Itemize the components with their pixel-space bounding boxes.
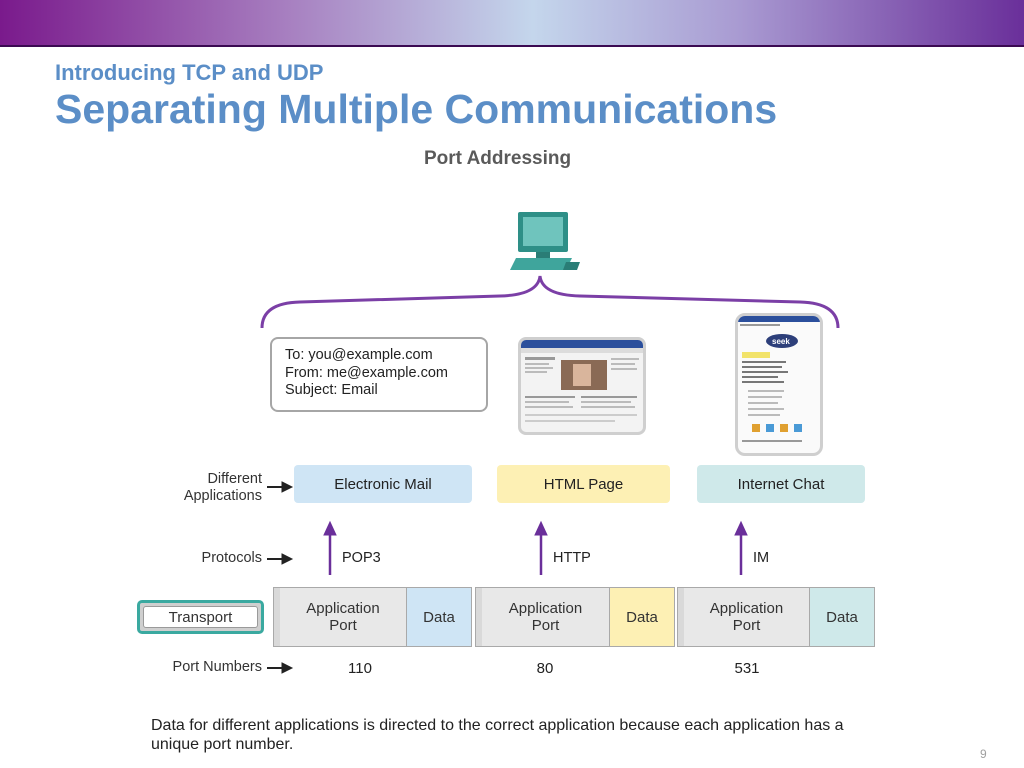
port-number-110: 110 (348, 660, 372, 677)
computer-icon (510, 212, 580, 270)
row-label-port-numbers: Port Numbers (172, 659, 262, 675)
email-to: To: you@example.com (285, 347, 433, 363)
email-preview: To: you@example.com From: me@example.com… (270, 337, 488, 412)
protocol-label-im: IM (753, 550, 770, 566)
row-label-protocols: Protocols (201, 550, 262, 566)
protocol-label-http: HTTP (553, 550, 591, 566)
chat-window-thumbnail-icon: seek (738, 316, 820, 442)
row-label-arrows (267, 481, 294, 674)
chat-brand-text: seek (772, 337, 790, 346)
chat-window-thumbnail-image: seek (735, 313, 823, 456)
slide-title: Separating Multiple Communications (55, 86, 778, 132)
application-html-page: HTML Page (497, 465, 670, 503)
application-internet-chat: Internet Chat (697, 465, 865, 503)
application-electronic-mail: Electronic Mail (294, 465, 472, 503)
arrow-right-icon (281, 662, 294, 674)
row-label-applications: Different Applications (183, 471, 262, 504)
diagram-title: Port Addressing (424, 148, 572, 169)
transport-label: Transport (143, 606, 258, 628)
web-page-thumbnail-image (518, 337, 646, 435)
email-from: From: me@example.com (285, 364, 448, 381)
arrow-right-icon (281, 481, 294, 493)
arrow-right-icon (281, 553, 294, 565)
transport-layer-tab: Transport (137, 600, 264, 634)
port-number-80: 80 (536, 660, 554, 677)
arrow-up-icon (734, 520, 748, 536)
protocol-arrows (323, 520, 748, 575)
arrow-up-icon (323, 520, 337, 536)
segment-data: Data (406, 588, 471, 646)
slide-number: 9 (980, 747, 987, 761)
arrow-up-icon (534, 520, 548, 536)
web-page-thumbnail-icon (521, 340, 643, 422)
slide-subtitle: Introducing TCP and UDP (55, 60, 324, 85)
protocol-label-pop3: POP3 (342, 550, 381, 566)
grouping-brace (260, 275, 840, 329)
email-subject: Subject: Email (285, 382, 378, 398)
footnote-text: Data for different applications is direc… (151, 717, 844, 753)
segment-data: Data (809, 588, 874, 646)
port-number-531: 531 (734, 660, 760, 677)
header-banner (0, 0, 1024, 47)
segment-data: Data (609, 588, 674, 646)
